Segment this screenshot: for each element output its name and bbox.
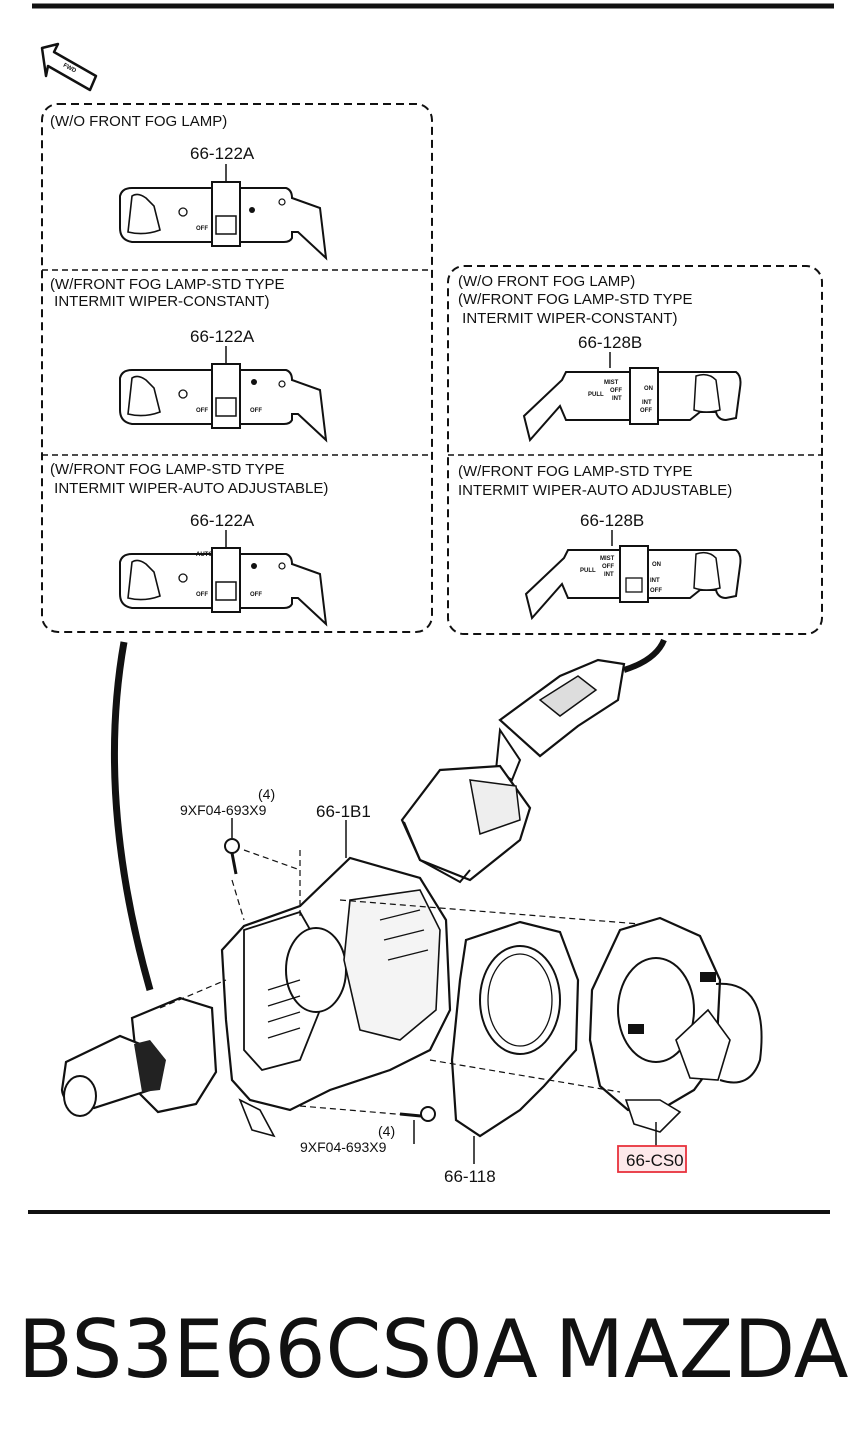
svg-text:OFF: OFF: [196, 592, 208, 598]
box3-caption-line1: (W/FRONT FOG LAMP-STD TYPE: [50, 461, 284, 478]
combination-switch-body: [220, 856, 452, 1138]
box3-part-number: 66-122A: [190, 511, 255, 530]
clock-spring-highlight: [617, 1145, 687, 1173]
box1-caption: (W/O FRONT FOG LAMP): [50, 113, 227, 130]
svg-text:INT: INT: [604, 572, 614, 578]
clock-spring: [588, 916, 763, 1133]
screw-top-qty: (4): [258, 786, 275, 802]
light-switch-stalk-2: OFF OFF: [119, 346, 328, 443]
part-code: BS3E66CS0A: [18, 1303, 538, 1396]
box5-caption-line2: INTERMIT WIPER-AUTO ADJUSTABLE): [458, 482, 732, 499]
box2-part-number: 66-122A: [190, 327, 255, 346]
left-variant-box: [41, 103, 433, 633]
wiper-switch-stalk-2: MIST OFF INT PULL ON INT OFF: [524, 530, 742, 621]
right-leader-curve: [623, 638, 667, 673]
screw-bottom-part: 9XF04-693X9: [300, 1139, 387, 1155]
box4-caption-line1: (W/O FRONT FOG LAMP): [458, 273, 635, 290]
box2-caption-line1: (W/FRONT FOG LAMP-STD TYPE: [50, 276, 284, 293]
box3-caption-line2: INTERMIT WIPER-AUTO ADJUSTABLE): [50, 480, 328, 497]
light-switch-stalk-1: OFF: [119, 164, 328, 261]
screw-top-icon: [224, 838, 240, 875]
svg-text:ON: ON: [652, 562, 661, 568]
parts-diagram: FWD (W/O FRONT FOG LAMP) (W/FRONT FOG LA…: [28, 3, 834, 1214]
svg-text:OFF: OFF: [640, 408, 652, 414]
clock-spring-part: 66-CS0: [626, 1151, 684, 1170]
wiper-switch-stalk-1: MIST OFF INT PULL ON INT OFF: [522, 352, 742, 443]
left-leader-curve: [110, 641, 154, 991]
box4-caption-line2: (W/FRONT FOG LAMP-STD TYPE: [458, 291, 692, 308]
cover-part: 66-118: [444, 1167, 496, 1186]
svg-text:INT: INT: [650, 578, 660, 584]
right-variant-box: [447, 265, 823, 635]
screw-bottom-icon: [399, 1106, 436, 1122]
svg-text:OFF: OFF: [650, 588, 662, 594]
light-switch-stalk-3: AUTO OFF OFF: [119, 530, 328, 627]
svg-text:PULL: PULL: [588, 392, 604, 398]
svg-text:OFF: OFF: [610, 388, 622, 394]
svg-text:OFF: OFF: [250, 408, 262, 414]
svg-text:INT: INT: [612, 396, 622, 402]
svg-text:INT: INT: [642, 400, 652, 406]
svg-text:OFF: OFF: [602, 564, 614, 570]
svg-text:OFF: OFF: [196, 408, 208, 414]
light-stalk-assembly: [60, 996, 218, 1117]
screw-bottom-qty: (4): [378, 1123, 395, 1139]
box4-part-number: 66-128B: [578, 333, 642, 352]
fwd-arrow-icon: FWD: [40, 42, 98, 92]
svg-text:OFF: OFF: [196, 226, 208, 232]
brand-name: MAZDA: [555, 1303, 849, 1396]
screw-top-part: 9XF04-693X9: [180, 802, 267, 818]
column-cover: [450, 920, 580, 1138]
svg-text:AUTO: AUTO: [196, 552, 213, 558]
wiper-stalk-assembly: [400, 658, 626, 884]
box2-caption-line2: INTERMIT WIPER-CONSTANT): [50, 293, 269, 310]
svg-text:ON: ON: [644, 386, 653, 392]
footer-caption: BS3E66CS0A MAZDA: [0, 1290, 864, 1410]
box4-caption-line3: INTERMIT WIPER-CONSTANT): [458, 310, 677, 327]
box5-part-number: 66-128B: [580, 511, 644, 530]
box5-caption-line1: (W/FRONT FOG LAMP-STD TYPE: [458, 463, 692, 480]
combination-switch-part: 66-1B1: [316, 802, 371, 821]
svg-text:MIST: MIST: [600, 556, 615, 562]
svg-text:PULL: PULL: [580, 568, 596, 574]
svg-text:MIST: MIST: [604, 380, 619, 386]
svg-text:OFF: OFF: [250, 592, 262, 598]
box1-part-number: 66-122A: [190, 144, 255, 163]
